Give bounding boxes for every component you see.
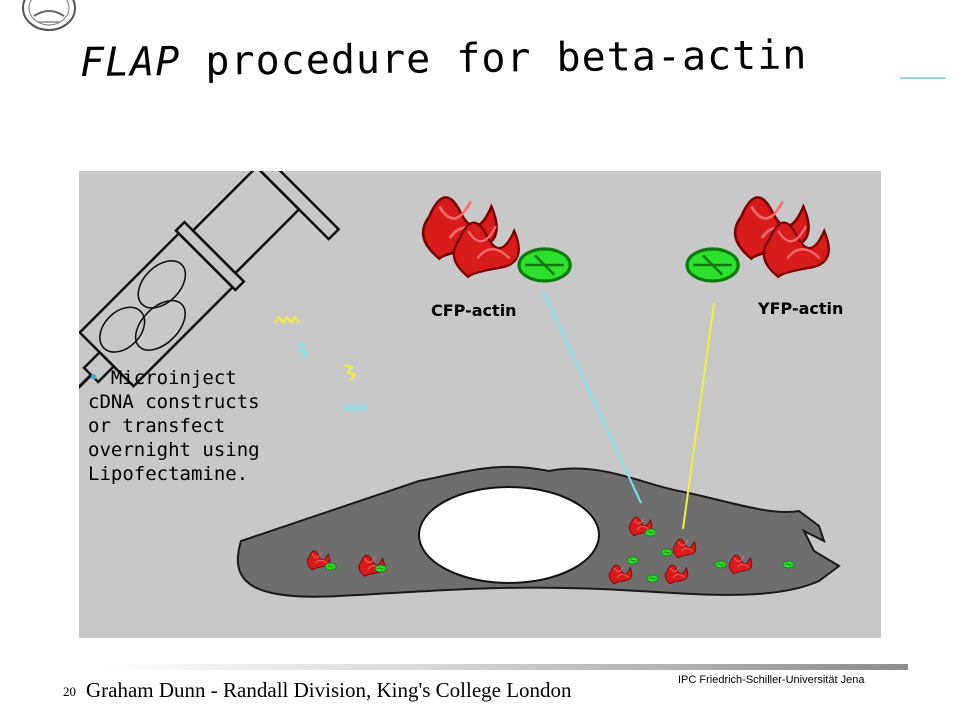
cell-nucleus — [418, 486, 600, 584]
caption-line: overnight using — [88, 439, 260, 461]
yfp-actin-label: YFP-actin — [757, 299, 843, 318]
caption-bullet: • — [88, 367, 100, 389]
title-accent-rule — [900, 77, 946, 79]
title-rest: procedure for beta-actin — [205, 32, 808, 85]
syringe-icon — [79, 171, 368, 444]
university-seal-logo — [22, 0, 76, 31]
flap-procedure-figure: CFP-actin YFP-actin — [79, 171, 881, 638]
dna-plasmid-marks — [274, 315, 368, 413]
page-number: 20 — [63, 684, 76, 699]
figure-canvas: CFP-actin YFP-actin — [79, 171, 881, 638]
cfp-pointer-line — [542, 290, 642, 504]
caption-line: cDNA constructs — [88, 391, 260, 413]
title-italic: FLAP — [79, 38, 181, 86]
procedure-caption: • Microinject cDNA constructs or transfe… — [88, 366, 318, 486]
footer-rule — [100, 664, 908, 670]
slide-title: FLAP procedure for beta-actin — [80, 32, 808, 86]
caption-line: Lipofectamine. — [88, 463, 249, 485]
caption-line: Microinject — [110, 367, 237, 389]
author-line: Graham Dunn - Randall Division, King's C… — [86, 678, 572, 702]
caption-line: or transfect — [88, 415, 226, 437]
cfp-actin-label: CFP-actin — [431, 301, 517, 320]
institute-name: IPC Friedrich-Schiller-Universität Jena — [678, 674, 865, 686]
yfp-pointer-line — [682, 302, 715, 530]
